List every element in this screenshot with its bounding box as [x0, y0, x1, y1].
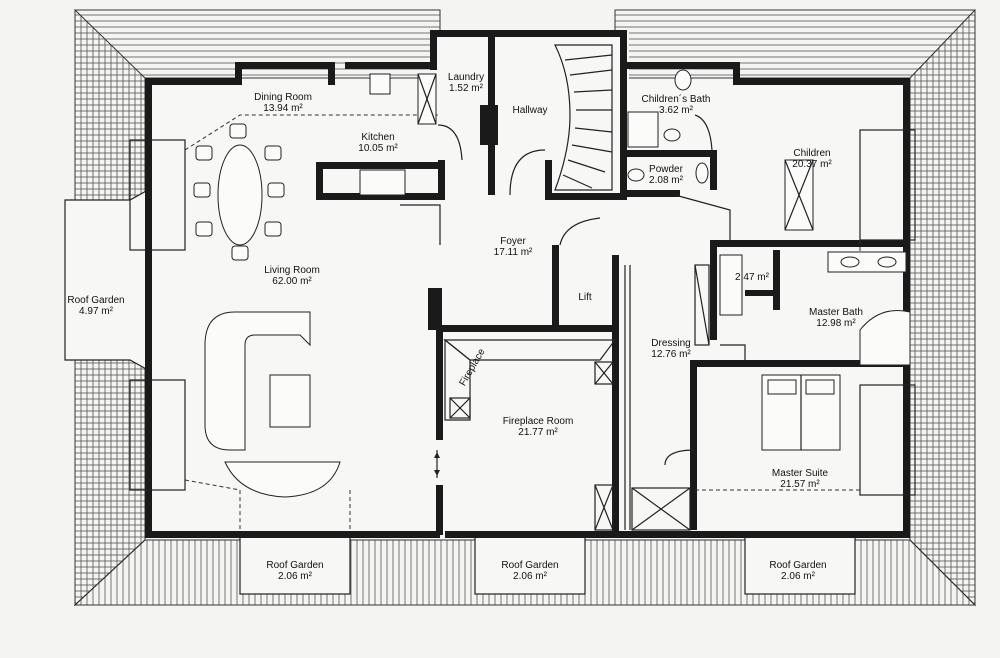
- room-label-lift: Lift: [578, 292, 591, 303]
- room-name: Dressing: [651, 338, 691, 349]
- room-area: 3.62 m²: [659, 105, 693, 116]
- room-area: 2.08 m²: [649, 175, 683, 186]
- room-label-dressing: Dressing 12.76 m²: [651, 338, 690, 360]
- room-name: Fireplace Room: [502, 416, 574, 427]
- room-name: Master Suite: [771, 468, 829, 479]
- room-label-dining: Dining Room 13.94 m²: [254, 92, 312, 114]
- room-label-laundry: Laundry 1.52 m²: [448, 72, 484, 94]
- room-label-powder: Powder 2.08 m²: [649, 164, 683, 186]
- dining-table: [193, 123, 285, 261]
- room-name: Children: [793, 148, 831, 159]
- room-area: 1.52 m²: [449, 83, 483, 94]
- staircase: [554, 44, 613, 191]
- closets: [631, 264, 710, 531]
- room-label-roof-garden-south-3: Roof Garden 2.06 m²: [769, 560, 826, 582]
- room-label-children: Children 20.37 m²: [792, 148, 831, 170]
- bathroom-fixtures: [627, 69, 911, 366]
- room-label-childrens-bath: Children´s Bath 3.62 m²: [642, 94, 711, 116]
- room-label-master-suite: Master Suite 21.57 m²: [772, 468, 828, 490]
- room-area: 21.57 m²: [780, 479, 820, 490]
- room-label-hallway: Hallway: [512, 105, 547, 116]
- room-name: Living Room: [264, 265, 320, 276]
- room-area: 10.05 m²: [358, 143, 398, 154]
- room-area: 4.97 m²: [79, 306, 113, 317]
- room-label-roof-garden-west: Roof Garden 4.97 m²: [67, 295, 124, 317]
- detail-lines: [129, 114, 916, 530]
- room-area: 2.06 m²: [781, 571, 815, 582]
- room-area: 20.37 m²: [792, 159, 832, 170]
- room-label-wc: 2.47 m²: [735, 272, 769, 283]
- room-name: Roof Garden: [266, 560, 324, 571]
- room-label-kitchen: Kitchen 10.05 m²: [358, 132, 397, 154]
- room-name: Roof Garden: [769, 560, 827, 571]
- room-label-foyer: Foyer 17.11 m²: [494, 236, 533, 258]
- room-name: Roof Garden: [501, 560, 559, 571]
- room-name: Children´s Bath: [641, 94, 711, 105]
- room-name: Foyer: [500, 236, 526, 247]
- room-name: Lift: [578, 292, 592, 303]
- interior-walls: [316, 35, 910, 535]
- room-area: 2.06 m²: [278, 571, 312, 582]
- living-sofa: [204, 311, 341, 498]
- room-label-living: Living Room 62.00 m²: [264, 265, 320, 287]
- room-name: Kitchen: [361, 132, 395, 143]
- room-name: Dining Room: [254, 92, 312, 103]
- room-name: Master Bath: [809, 307, 863, 318]
- room-area: 2.47 m²: [735, 272, 769, 283]
- room-label-fireplace-room: Fireplace Room 21.77 m²: [503, 416, 574, 438]
- room-label-roof-garden-south-2: Roof Garden 2.06 m²: [501, 560, 558, 582]
- room-name: Laundry: [447, 72, 485, 83]
- fireplace-fixture: [443, 338, 617, 531]
- room-area: 12.76 m²: [651, 349, 691, 360]
- exterior-walls: [145, 30, 910, 538]
- kitchen-fixtures: [359, 73, 437, 196]
- room-label-roof-garden-south-1: Roof Garden 2.06 m²: [266, 560, 323, 582]
- room-area: 2.06 m²: [513, 571, 547, 582]
- room-label-master-bath: Master Bath 12.98 m²: [809, 307, 863, 329]
- room-name: Hallway: [512, 105, 548, 116]
- room-area: 12.98 m²: [816, 318, 856, 329]
- room-area: 62.00 m²: [272, 276, 312, 287]
- room-name: Powder: [649, 164, 683, 175]
- master-bed: [761, 374, 841, 451]
- room-name: Roof Garden: [67, 295, 125, 306]
- room-area: 13.94 m²: [263, 103, 303, 114]
- room-area: 17.11 m²: [493, 247, 533, 258]
- room-area: 21.77 m²: [518, 427, 558, 438]
